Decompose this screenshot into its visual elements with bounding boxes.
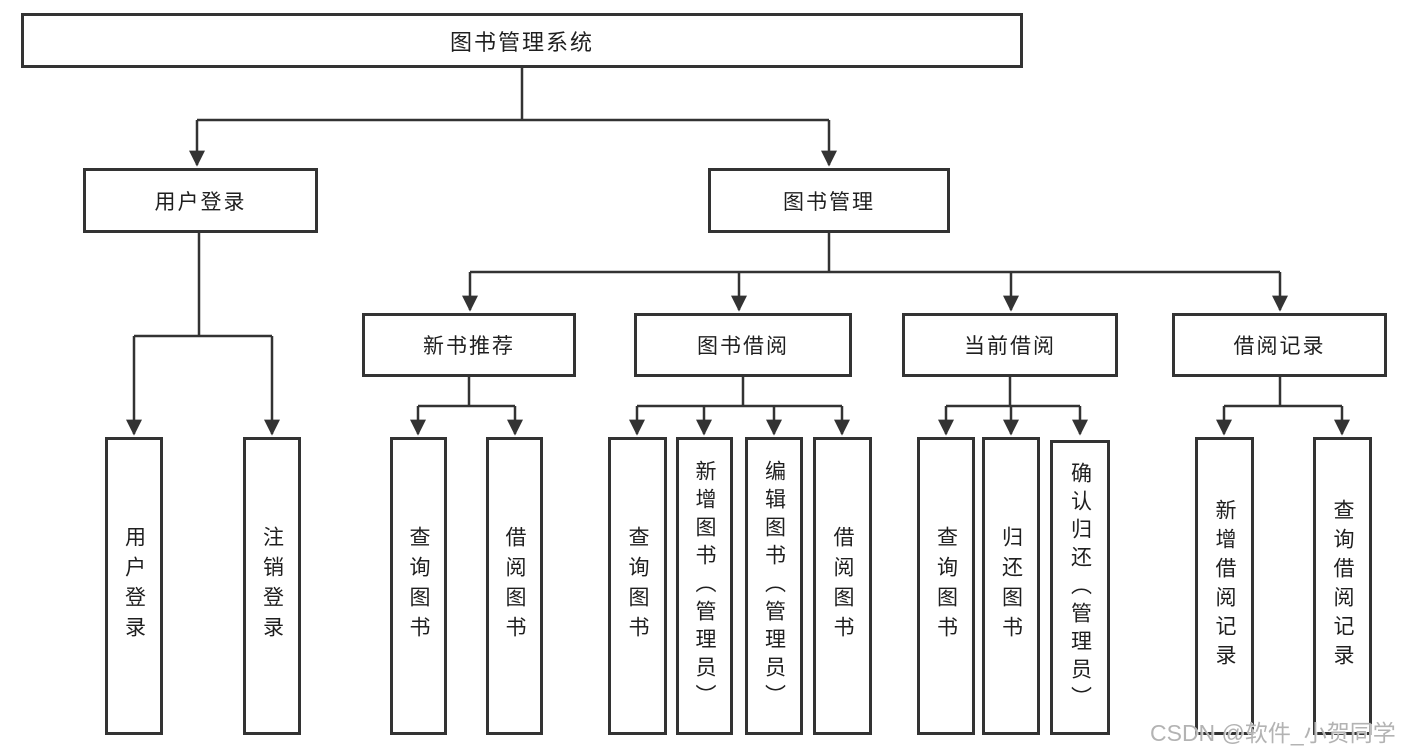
leaf-edit-book-admin: 编辑图书（管理员） xyxy=(745,437,803,735)
node-user-login: 用户登录 xyxy=(83,168,318,233)
node-borrowing-records: 借阅记录 xyxy=(1172,313,1387,377)
leaf-logout: 注销登录 xyxy=(243,437,301,735)
node-book-management: 图书管理 xyxy=(708,168,950,233)
node-current-borrowing: 当前借阅 xyxy=(902,313,1118,377)
leaf-add-book-admin: 新增图书（管理员） xyxy=(676,437,733,735)
node-library-management-system: 图书管理系统 xyxy=(21,13,1023,68)
leaf-query-borrow-record: 查询借阅记录 xyxy=(1313,437,1372,735)
leaf-confirm-return-admin: 确认归还（管理员） xyxy=(1050,440,1110,735)
leaf-user-login: 用户登录 xyxy=(105,437,163,735)
leaf-query-books: 查询图书 xyxy=(917,437,975,735)
csdn-watermark: CSDN @软件_小贺同学 xyxy=(1150,720,1396,746)
leaf-borrow-books: 借阅图书 xyxy=(486,437,543,735)
leaf-return-books: 归还图书 xyxy=(982,437,1040,735)
leaf-query-books: 查询图书 xyxy=(390,437,447,735)
node-book-borrowing: 图书借阅 xyxy=(634,313,852,377)
node-new-book-recommend: 新书推荐 xyxy=(362,313,576,377)
leaf-borrow-books: 借阅图书 xyxy=(813,437,872,735)
leaf-add-borrow-record: 新增借阅记录 xyxy=(1195,437,1254,735)
leaf-query-books: 查询图书 xyxy=(608,437,667,735)
